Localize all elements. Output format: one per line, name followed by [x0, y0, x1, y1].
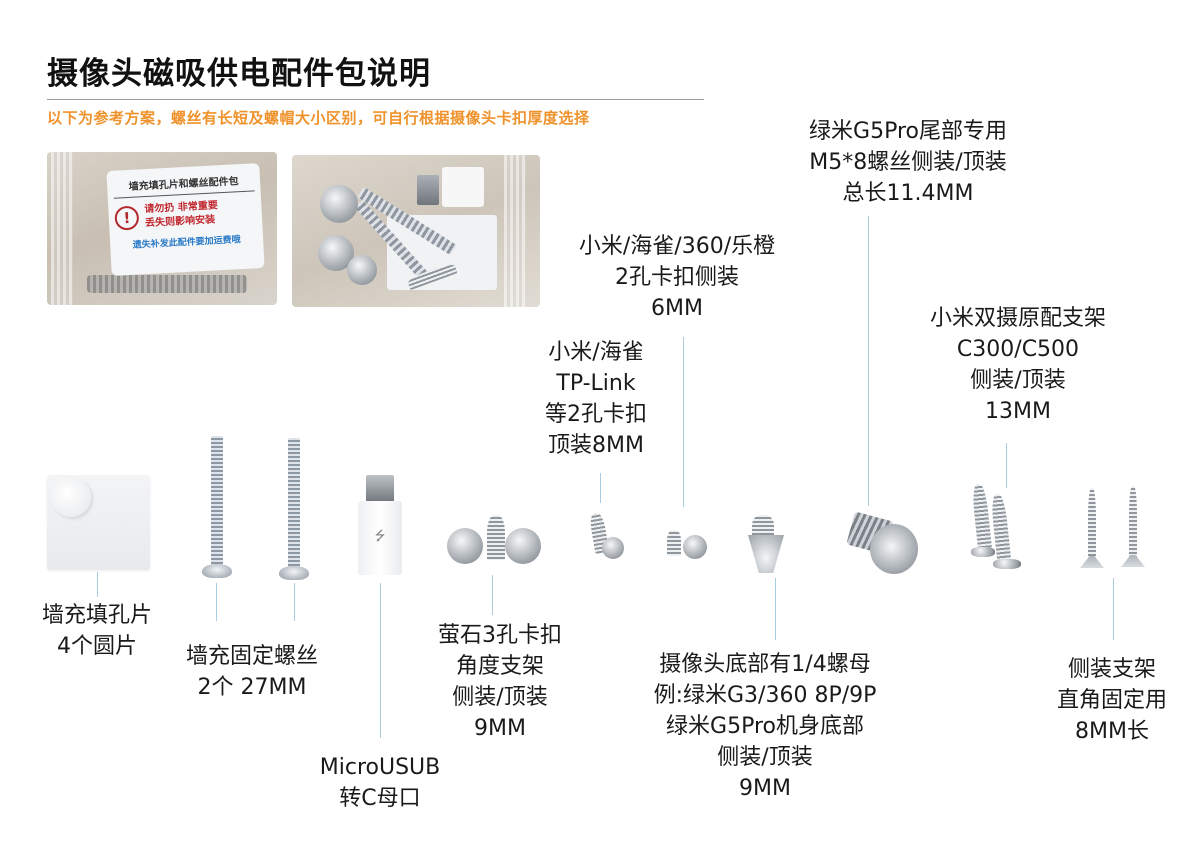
side-bracket-screw-head — [1080, 556, 1104, 568]
leader-line-wall-screw-1 — [216, 583, 217, 621]
label-line: 4个圆片 — [56, 634, 137, 659]
leader-line-xiaomi-6mm — [683, 337, 684, 507]
label-line: 2孔卡扣侧装 — [614, 265, 739, 290]
xiaomi-6mm-screw-head — [683, 535, 707, 559]
label-micro-usb: MicroUSUB 转C母口 — [320, 752, 440, 814]
page-subtitle: 以下为参考方案，螺丝有长短及螺帽大小区别，可自行根据摄像头卡扣厚度选择 — [47, 109, 590, 127]
bag-screws — [87, 275, 247, 293]
label-wall-filler: 墙充填孔片 4个圆片 — [42, 600, 152, 662]
bag-label-footer: 遗失补发此配件要加运费哦 — [132, 235, 241, 251]
side-bracket-screw-head — [1121, 555, 1145, 567]
bag-warning-line-2: 丢失则影响安装 — [144, 214, 216, 230]
label-line: 墙充固定螺丝 — [185, 644, 319, 669]
label-line: 转C母口 — [339, 786, 421, 811]
leader-line-m5 — [868, 216, 869, 506]
accessory-bag-photo-contents — [292, 155, 540, 307]
label-quarter-inch: 摄像头底部有1/4螺母 例:绿米G3/360 8P/9P 绿米G5Pro机身底部… — [654, 649, 877, 804]
label-line: 萤石3孔卡扣 — [438, 623, 562, 648]
page-title: 摄像头磁吸供电配件包说明 — [47, 56, 431, 92]
label-line: 小米/海雀/360/乐橙 — [578, 234, 776, 259]
title-divider — [47, 99, 704, 100]
label-line: 顶装8MM — [548, 433, 644, 458]
leader-line-ezviz — [492, 575, 493, 615]
bag-screw-cluster — [347, 255, 377, 285]
label-line: 直角固定用 — [1056, 688, 1168, 713]
label-line: MicroUSUB — [319, 755, 441, 780]
label-line: 小米/海雀 — [548, 340, 644, 365]
accessory-bag-photo-labeled: 墙充填孔片和螺丝配件包 ! 请勿扔 非常重要 丢失则影响安装 遗失补发此配件要加… — [47, 152, 277, 305]
label-line: 2个 27MM — [197, 675, 307, 700]
ezviz-screw-head — [447, 528, 483, 564]
leader-line-quarter-inch — [775, 578, 776, 640]
label-line: 侧装/顶装 — [970, 368, 1066, 393]
leader-line-tplink — [600, 473, 601, 503]
micro-usb-to-c-adapter: ⭍ — [358, 475, 402, 575]
wall-filler-disc — [47, 475, 150, 570]
leader-line-side-bracket — [1113, 578, 1114, 640]
ezviz-screw-thread — [487, 515, 505, 560]
label-line: 13MM — [985, 399, 1051, 424]
usb-icon: ⭍ — [374, 529, 386, 544]
bag-label-title: 墙充填孔片和螺丝配件包 — [112, 171, 255, 199]
label-line: TP-Link — [556, 371, 636, 396]
side-bracket-screw — [1129, 486, 1137, 560]
leader-line-wall-screw-2 — [294, 583, 295, 621]
label-line: 小米双摄原配支架 — [929, 306, 1107, 331]
label-line: 侧装/顶装 — [717, 745, 813, 770]
xiaomi-dual-screw-head — [971, 547, 995, 557]
tplink-screw-head — [602, 537, 624, 559]
label-line: 等2孔卡扣 — [545, 402, 647, 427]
label-line: 角度支架 — [455, 654, 544, 679]
label-tplink: 小米/海雀 TP-Link 等2孔卡扣 顶装8MM — [545, 337, 647, 461]
label-line: 绿米G5Pro机身底部 — [666, 714, 864, 739]
quarter-inch-screw — [748, 515, 784, 575]
label-line: 例:绿米G3/360 8P/9P — [653, 683, 877, 708]
label-line: 9MM — [739, 776, 791, 801]
zip-seal — [504, 155, 526, 307]
label-line: 侧装支架 — [1067, 657, 1157, 682]
bag-label-card: 墙充填孔片和螺丝配件包 ! 请勿扔 非常重要 丢失则影响安装 遗失补发此配件要加… — [106, 163, 265, 276]
bag-usb-adapter — [417, 175, 439, 205]
label-line: 9MM — [474, 716, 526, 741]
xiaomi-dual-screw-head — [993, 559, 1021, 569]
wall-screw-27mm — [279, 438, 309, 588]
filler-knob — [51, 477, 91, 517]
label-line: 绿米G5Pro尾部专用 — [809, 119, 1007, 144]
bag-filler-pad — [442, 167, 484, 207]
xiaomi-dual-screw — [990, 493, 1012, 567]
exclamation-circle-icon: ! — [114, 205, 140, 231]
side-bracket-screw — [1088, 488, 1096, 562]
wall-screw-27mm — [202, 436, 232, 586]
leader-line-wall-filler — [97, 572, 98, 597]
ezviz-screw-head — [505, 528, 541, 564]
label-xiaomi-dual: 小米双摄原配支架 C300/C500 侧装/顶装 13MM — [930, 303, 1106, 427]
zip-seal — [51, 152, 73, 305]
label-line: M5*8螺丝侧装/顶装 — [809, 150, 1007, 175]
label-line: C300/C500 — [956, 337, 1080, 362]
label-wall-screw: 墙充固定螺丝 2个 27MM — [186, 641, 318, 703]
label-line: 侧装/顶装 — [452, 685, 548, 710]
xiaomi-6mm-screw-thread — [667, 530, 681, 556]
label-line: 6MM — [651, 296, 703, 321]
label-m5: 绿米G5Pro尾部专用 M5*8螺丝侧装/顶装 总长11.4MM — [809, 116, 1007, 209]
bag-screw-cluster — [320, 185, 358, 223]
leader-line-xiaomi-dual — [1006, 443, 1007, 488]
label-line: 墙充填孔片 — [41, 603, 153, 628]
m5x8-screw — [846, 510, 920, 576]
label-line: 摄像头底部有1/4螺母 — [659, 652, 871, 677]
label-xiaomi-6mm: 小米/海雀/360/乐橙 2孔卡扣侧装 6MM — [579, 231, 775, 324]
label-line: 8MM长 — [1075, 719, 1149, 744]
label-ezviz: 萤石3孔卡扣 角度支架 侧装/顶装 9MM — [438, 620, 562, 744]
label-side-bracket: 侧装支架 直角固定用 8MM长 — [1057, 654, 1167, 747]
label-line: 总长11.4MM — [842, 181, 974, 206]
xiaomi-dual-screw — [971, 483, 993, 557]
leader-line-usb — [380, 583, 381, 738]
